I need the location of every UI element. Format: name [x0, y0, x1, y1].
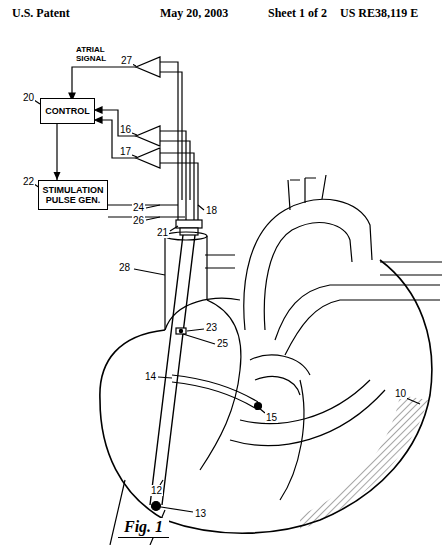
callout-number: 24 [132, 202, 145, 213]
callout-number: 28 [118, 262, 131, 273]
callout-number: 22 [22, 176, 35, 187]
callout-number: 26 [132, 215, 145, 226]
callout-number: 16 [119, 124, 132, 135]
callout-number: 14 [144, 371, 157, 382]
callout-number: 21 [156, 227, 169, 238]
callout-number: 18 [205, 205, 218, 216]
box-text: STIMULATION PULSE GEN. [42, 185, 104, 206]
pulse-generator-box: STIMULATION PULSE GEN. [38, 180, 108, 210]
callout-number: 27 [120, 55, 133, 66]
callout-number: 15 [265, 412, 278, 423]
header-text: U.S. Patent [12, 6, 70, 21]
figure-caption: Fig. 1 [118, 518, 169, 538]
signal-label: ATRIAL SIGNAL [76, 45, 120, 63]
callout-number: 10 [394, 388, 407, 399]
callout-number: 12 [150, 485, 163, 496]
callout-number: 25 [216, 338, 229, 349]
callout-number: 13 [194, 508, 207, 519]
callout-number: 17 [119, 146, 132, 157]
signal-connector [54, 124, 61, 180]
callout-number: 23 [205, 322, 218, 333]
callout-number: 20 [22, 92, 35, 103]
header-text: Sheet 1 of 2 [268, 6, 327, 21]
control-box: CONTROL [40, 98, 95, 124]
box-text: CONTROL [45, 106, 90, 116]
header-text: May 20, 2003 [160, 6, 228, 21]
header-text: US RE38,119 E [340, 6, 418, 21]
